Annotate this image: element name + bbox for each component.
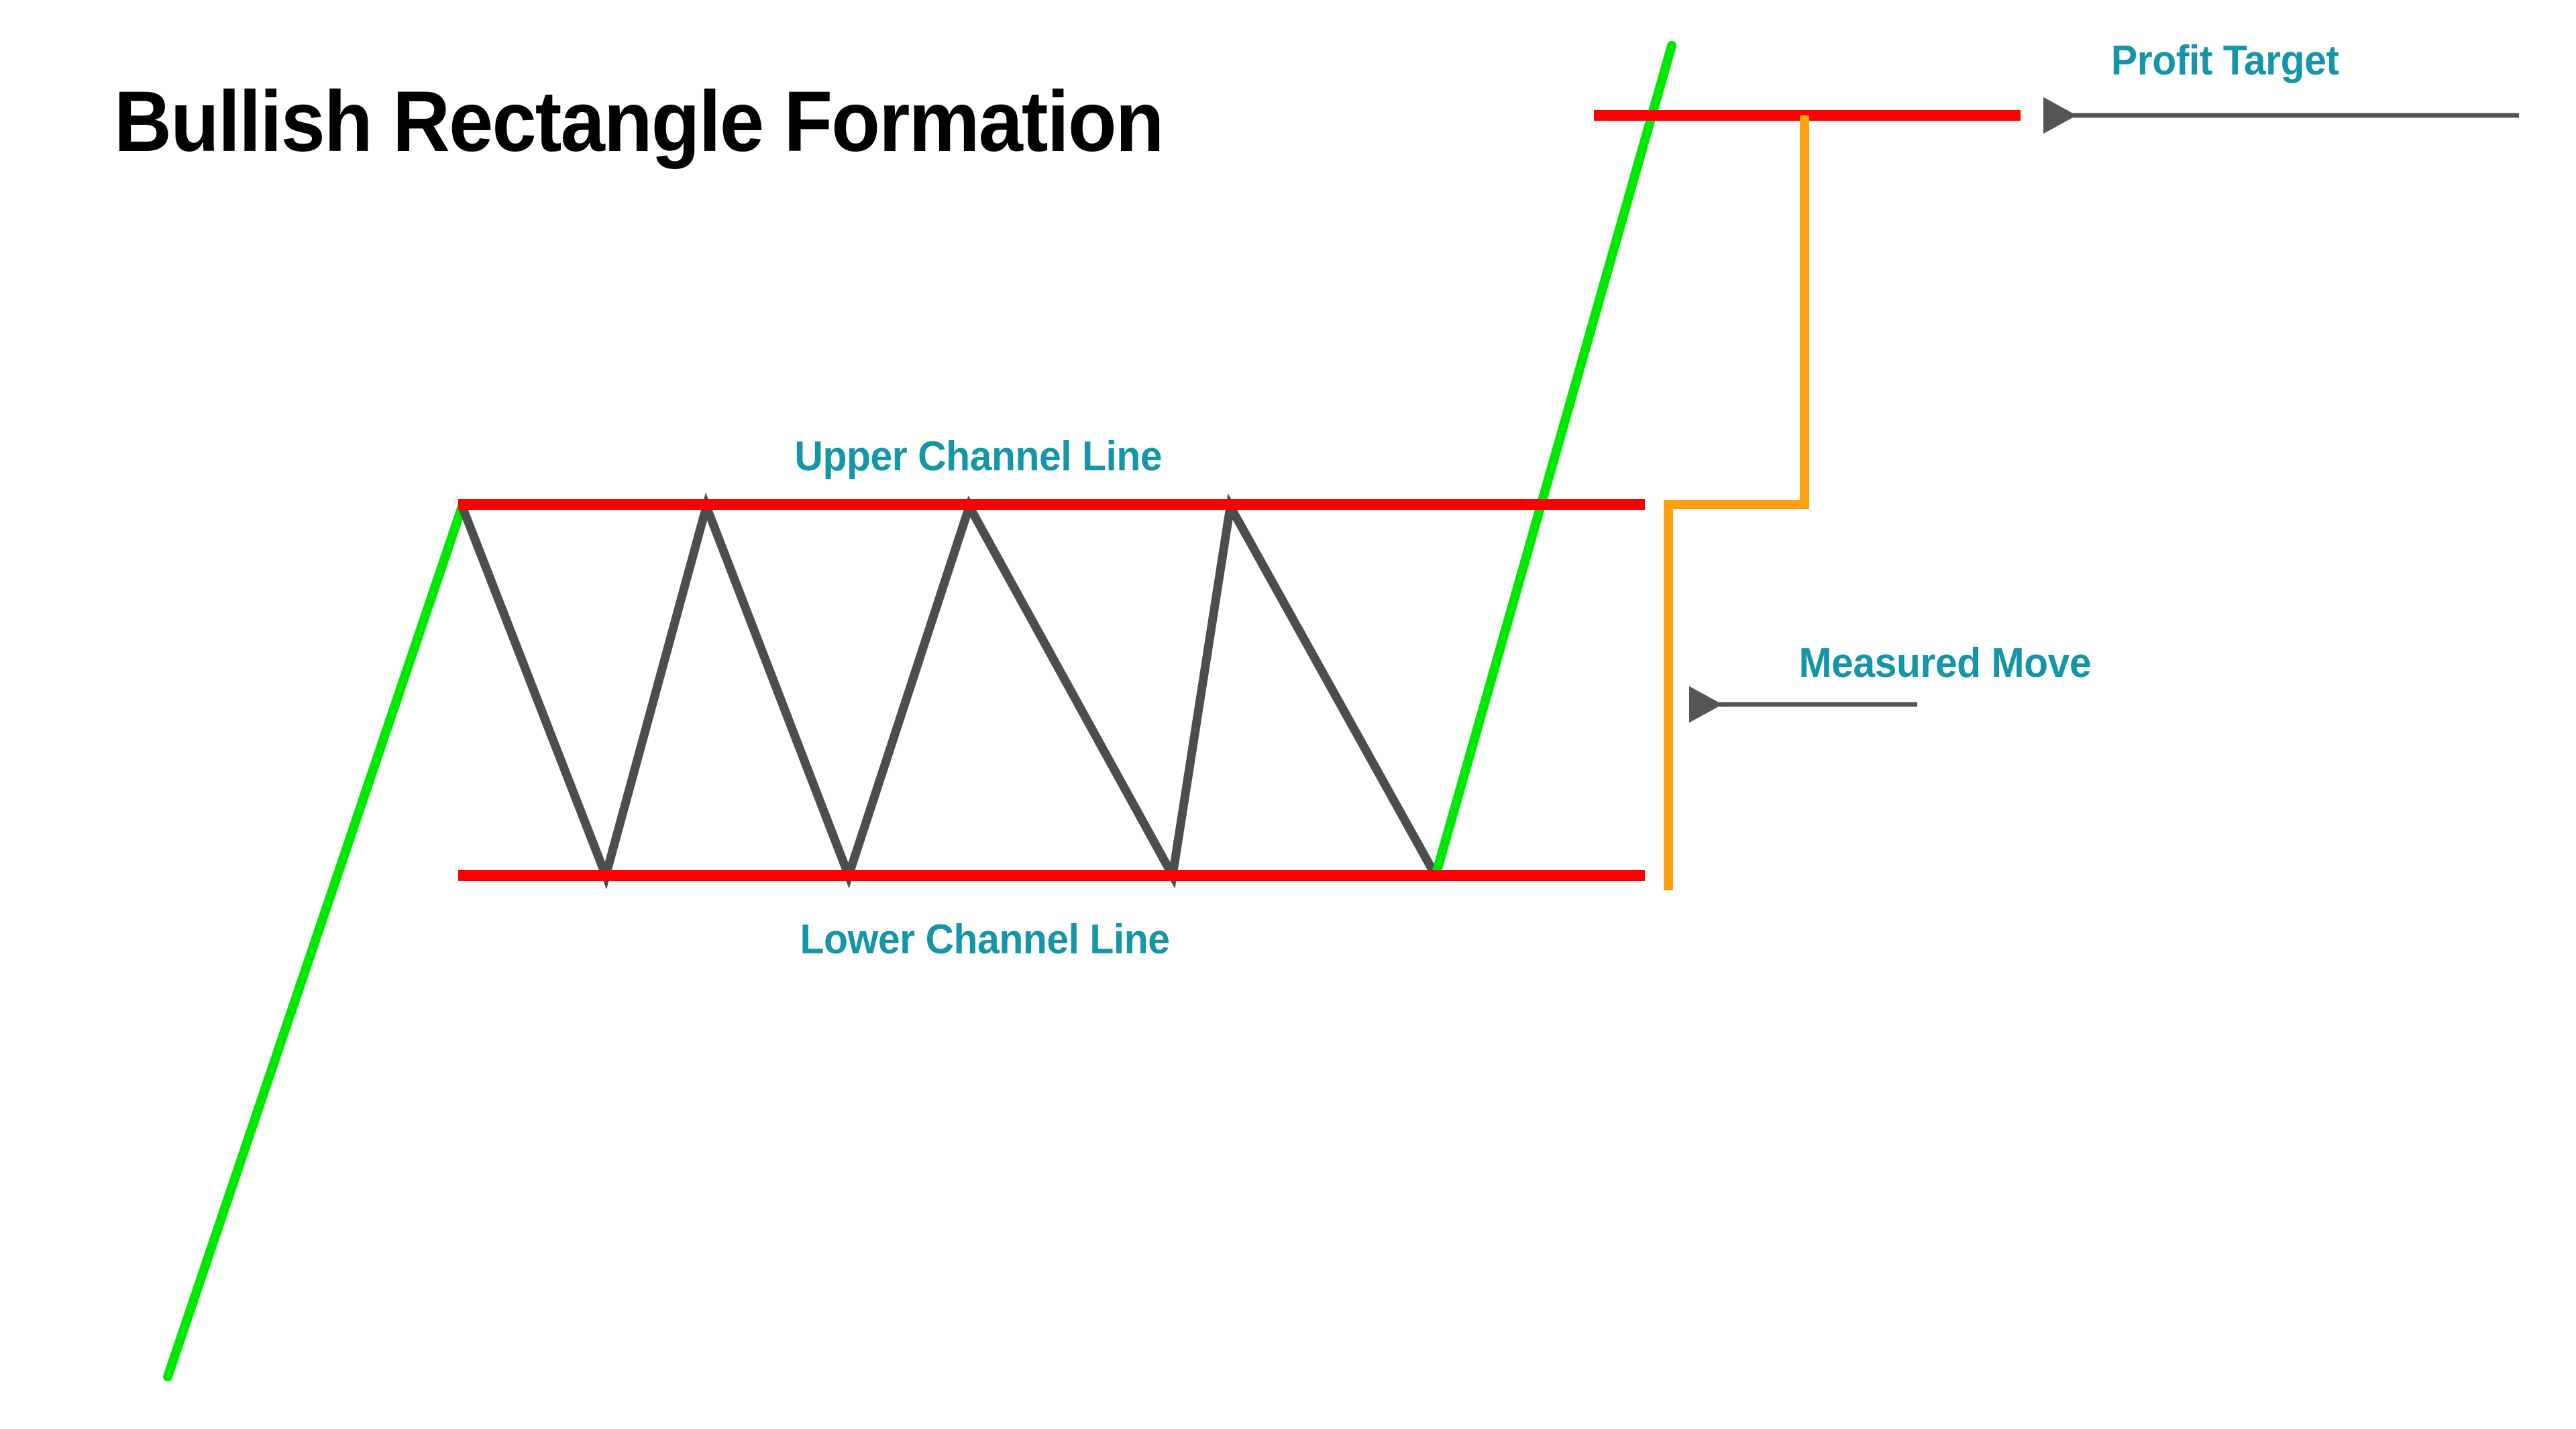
profit-target-label: Profit Target (2110, 38, 2339, 84)
consolidation-zigzag-line (458, 492, 1440, 890)
measured-move-bracket (1664, 115, 1809, 890)
breakout-rally-line (1431, 41, 1676, 880)
upper-channel-label: Upper Channel Line (794, 433, 1163, 480)
prior-uptrend-line (163, 502, 467, 1381)
page-title: Bullish Rectangle Formation (114, 74, 1164, 170)
lower-channel-label: Lower Channel Line (800, 916, 1171, 963)
measured-move-label: Measured Move (1799, 640, 2092, 686)
